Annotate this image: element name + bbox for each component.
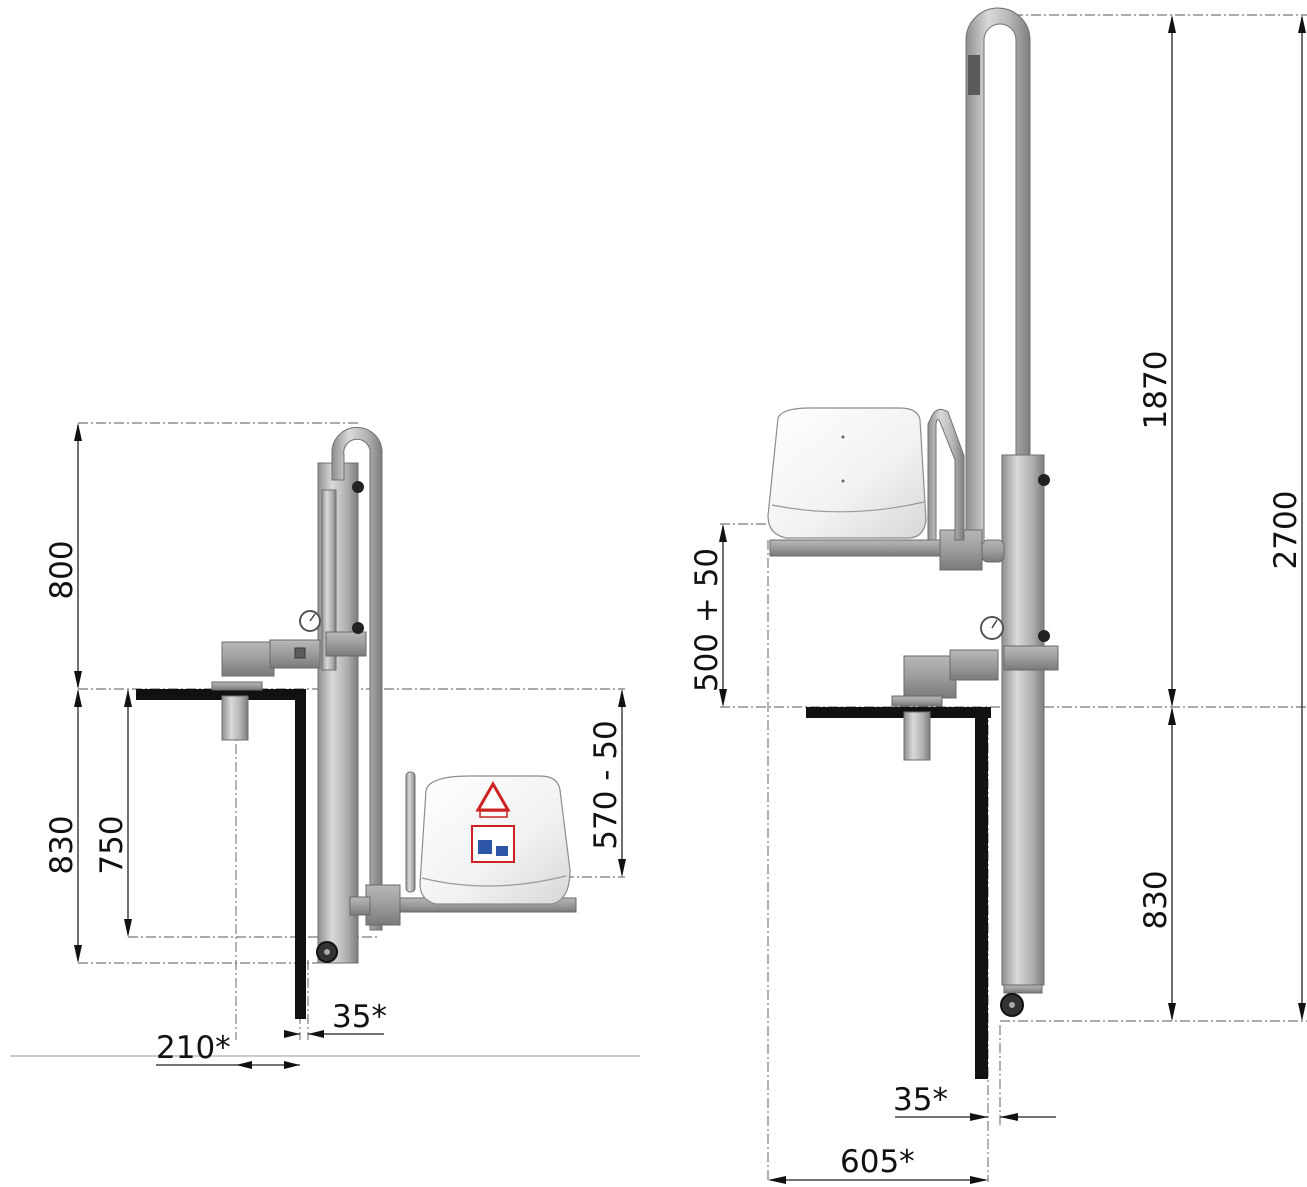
right-valve-manifold xyxy=(1003,645,1059,671)
right-seat-frame xyxy=(769,539,951,557)
dim-830-left-label: 830 xyxy=(44,815,80,874)
left-curved-pole xyxy=(331,426,383,931)
right-seat-hub xyxy=(981,539,1005,563)
dim-35-right-label: 35* xyxy=(893,1082,948,1118)
right-base-flange xyxy=(891,695,943,707)
dim-830-right-label: 830 xyxy=(1138,870,1174,929)
dim-500-50-label: 500 + 50 xyxy=(689,548,725,692)
dim-2700-label: 2700 xyxy=(1268,491,1304,570)
right-control-box xyxy=(903,655,957,699)
left-view: 800 830 750 570 - 50 35* xyxy=(10,422,640,1069)
dim-35-right: 35* xyxy=(893,1025,1056,1125)
dim-830-left: 830 xyxy=(44,689,82,963)
dim-500-50: 500 + 50 xyxy=(689,524,727,707)
dim-210-label: 210* xyxy=(156,1030,231,1066)
dim-830-right: 830 xyxy=(1138,707,1176,1021)
left-top-knob-icon xyxy=(352,481,364,493)
left-valve-manifold xyxy=(325,631,367,657)
right-top-knob-icon xyxy=(1038,474,1050,486)
right-view: 1870 830 2700 500 + 50 xyxy=(689,7,1307,1184)
left-control-box xyxy=(221,641,275,677)
left-seat-warning-icon xyxy=(475,780,511,812)
right-mast xyxy=(1001,454,1045,986)
right-anchor-sleeve xyxy=(903,711,931,761)
dim-750: 750 xyxy=(94,689,132,937)
left-seat-hub xyxy=(349,896,371,916)
right-pole-label-plate xyxy=(968,55,980,95)
right-armrest xyxy=(927,408,965,541)
dim-210: 210* xyxy=(156,1030,300,1069)
dim-750-label: 750 xyxy=(94,815,130,874)
left-seat-bracket xyxy=(365,884,401,926)
dim-800: 800 xyxy=(44,423,82,689)
right-pool-wall xyxy=(806,707,991,1079)
dim-605: 605* xyxy=(768,1144,988,1184)
left-base-flange xyxy=(211,681,263,691)
dim-2700: 2700 xyxy=(1268,15,1306,1021)
dim-35-left: 35* xyxy=(284,999,387,1038)
left-valve-icon xyxy=(294,647,306,659)
right-mid-knob-icon xyxy=(1038,630,1050,642)
dim-35-left-label: 35* xyxy=(332,999,387,1035)
right-curved-pole xyxy=(965,7,1031,561)
left-mast-cylinder xyxy=(321,489,337,671)
left-pool-wall xyxy=(136,689,306,1019)
dim-605-label: 605* xyxy=(840,1144,915,1180)
left-mid-knob-icon xyxy=(352,622,364,634)
left-anchor-sleeve xyxy=(221,695,249,741)
right-hydraulic-block xyxy=(949,649,999,681)
dim-800-label: 800 xyxy=(44,540,80,599)
dim-1870: 1870 xyxy=(1138,15,1176,707)
right-seat-shell xyxy=(767,407,927,539)
right-mast-foot xyxy=(1003,984,1043,994)
dim-1870-label: 1870 xyxy=(1138,351,1174,430)
left-armrest xyxy=(405,771,416,893)
dim-570-50: 570 - 50 xyxy=(588,689,626,877)
dim-570-50-label: 570 - 50 xyxy=(588,720,624,850)
